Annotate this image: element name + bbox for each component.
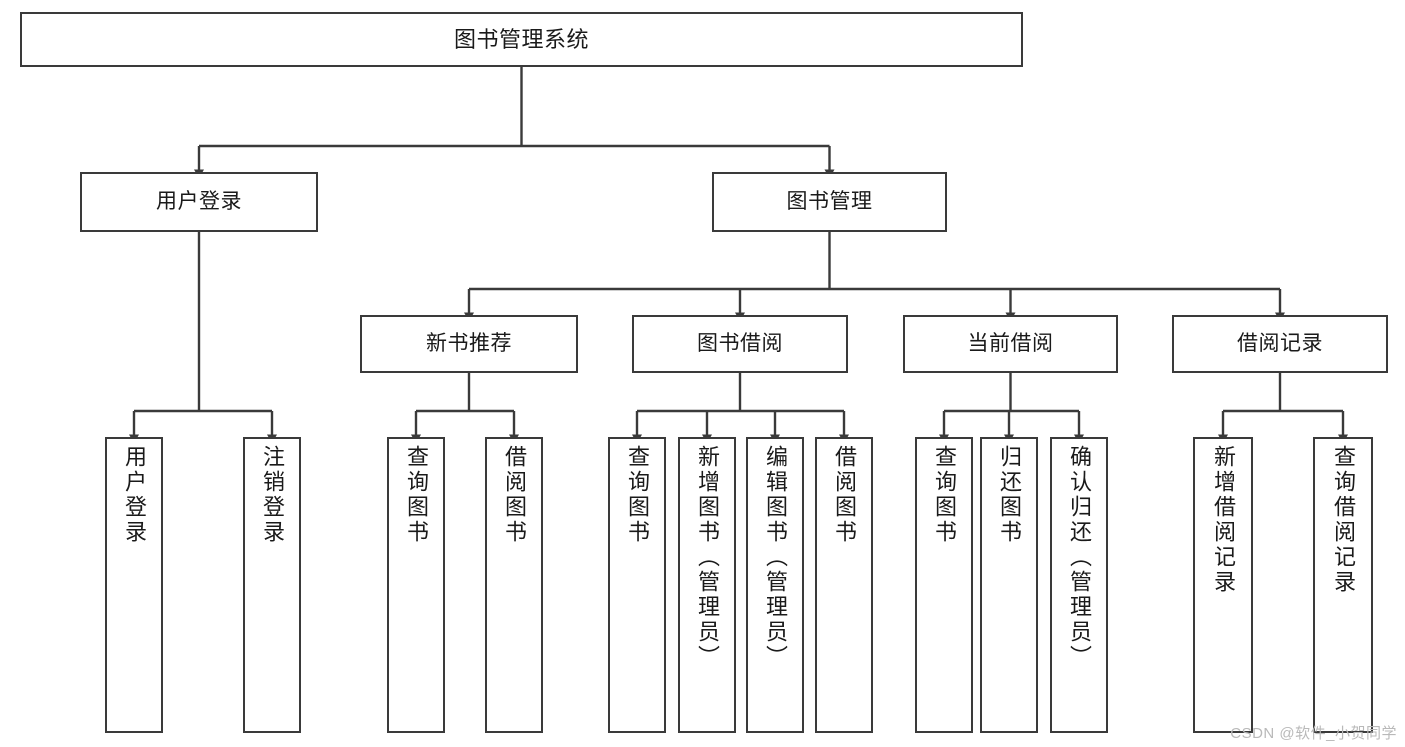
node-l3-c1[interactable]: 查询图书 [608,437,666,733]
node-label: 查询借阅记录 [1331,445,1356,595]
node-l1-login[interactable]: 用户登录 [80,172,318,232]
node-label: 当前借阅 [967,331,1054,355]
node-l1-manage[interactable]: 图书管理 [712,172,947,232]
node-l3-e1[interactable]: 新增借阅记录 [1193,437,1253,733]
node-l3-e2[interactable]: 查询借阅记录 [1313,437,1373,733]
node-label: 确认归还（管理员） [1067,445,1092,670]
node-label: 新增借阅记录 [1211,445,1236,595]
node-l2-record[interactable]: 借阅记录 [1172,315,1388,373]
node-label: 用户登录 [122,445,147,545]
node-root[interactable]: 图书管理系统 [20,12,1023,67]
node-label: 借阅图书 [832,445,857,545]
node-l3-d3[interactable]: 确认归还（管理员） [1050,437,1108,733]
node-label: 注销登录 [260,445,285,545]
node-l2-current[interactable]: 当前借阅 [903,315,1118,373]
node-l3-b2[interactable]: 借阅图书 [485,437,543,733]
node-l3-a2[interactable]: 注销登录 [243,437,301,733]
node-label: 借阅图书 [502,445,527,545]
watermark-label: CSDN @软件_小贺同学 [1230,725,1397,742]
node-l3-b1[interactable]: 查询图书 [387,437,445,733]
node-l3-c2[interactable]: 新增图书（管理员） [678,437,736,733]
node-label: 查询图书 [625,445,650,545]
node-label: 归还图书 [997,445,1022,545]
node-label: 用户登录 [156,189,242,213]
node-label: 新增图书（管理员） [695,445,720,670]
node-label: 图书借阅 [697,331,783,355]
node-label: 查询图书 [932,445,957,545]
node-l3-c4[interactable]: 借阅图书 [815,437,873,733]
node-label: 图书管理 [786,189,873,213]
node-label: 图书管理系统 [453,26,589,52]
node-label: 新书推荐 [426,331,512,355]
node-l2-borrow[interactable]: 图书借阅 [632,315,848,373]
node-label: 编辑图书（管理员） [763,445,788,670]
node-l2-new[interactable]: 新书推荐 [360,315,578,373]
node-l3-c3[interactable]: 编辑图书（管理员） [746,437,804,733]
node-l3-d2[interactable]: 归还图书 [980,437,1038,733]
node-l3-d1[interactable]: 查询图书 [915,437,973,733]
node-l3-a1[interactable]: 用户登录 [105,437,163,733]
node-label: 借阅记录 [1237,331,1323,355]
node-label: 查询图书 [404,445,429,545]
